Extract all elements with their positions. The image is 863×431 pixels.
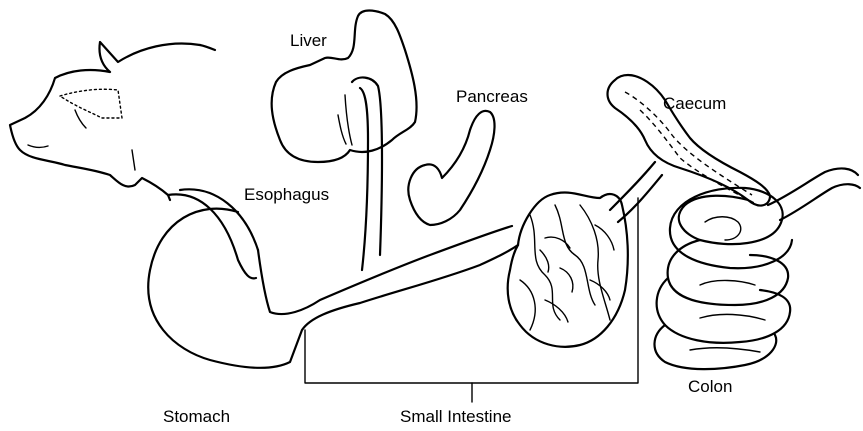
stomach-organ (148, 209, 518, 368)
pancreas-label: Pancreas (456, 88, 528, 105)
small-intestine-coil (508, 193, 628, 347)
colon-label: Colon (688, 378, 732, 395)
pig-head (10, 42, 258, 278)
pancreas-organ (408, 111, 494, 225)
caecum-label: Caecum (663, 95, 726, 112)
esophagus-label: Esophagus (244, 186, 329, 203)
small-intestine-bracket (305, 198, 638, 402)
small-intestine-label: Small Intestine (400, 408, 512, 425)
stomach-label: Stomach (163, 408, 230, 425)
ileum-connector (610, 162, 662, 222)
liver-label: Liver (290, 32, 327, 49)
